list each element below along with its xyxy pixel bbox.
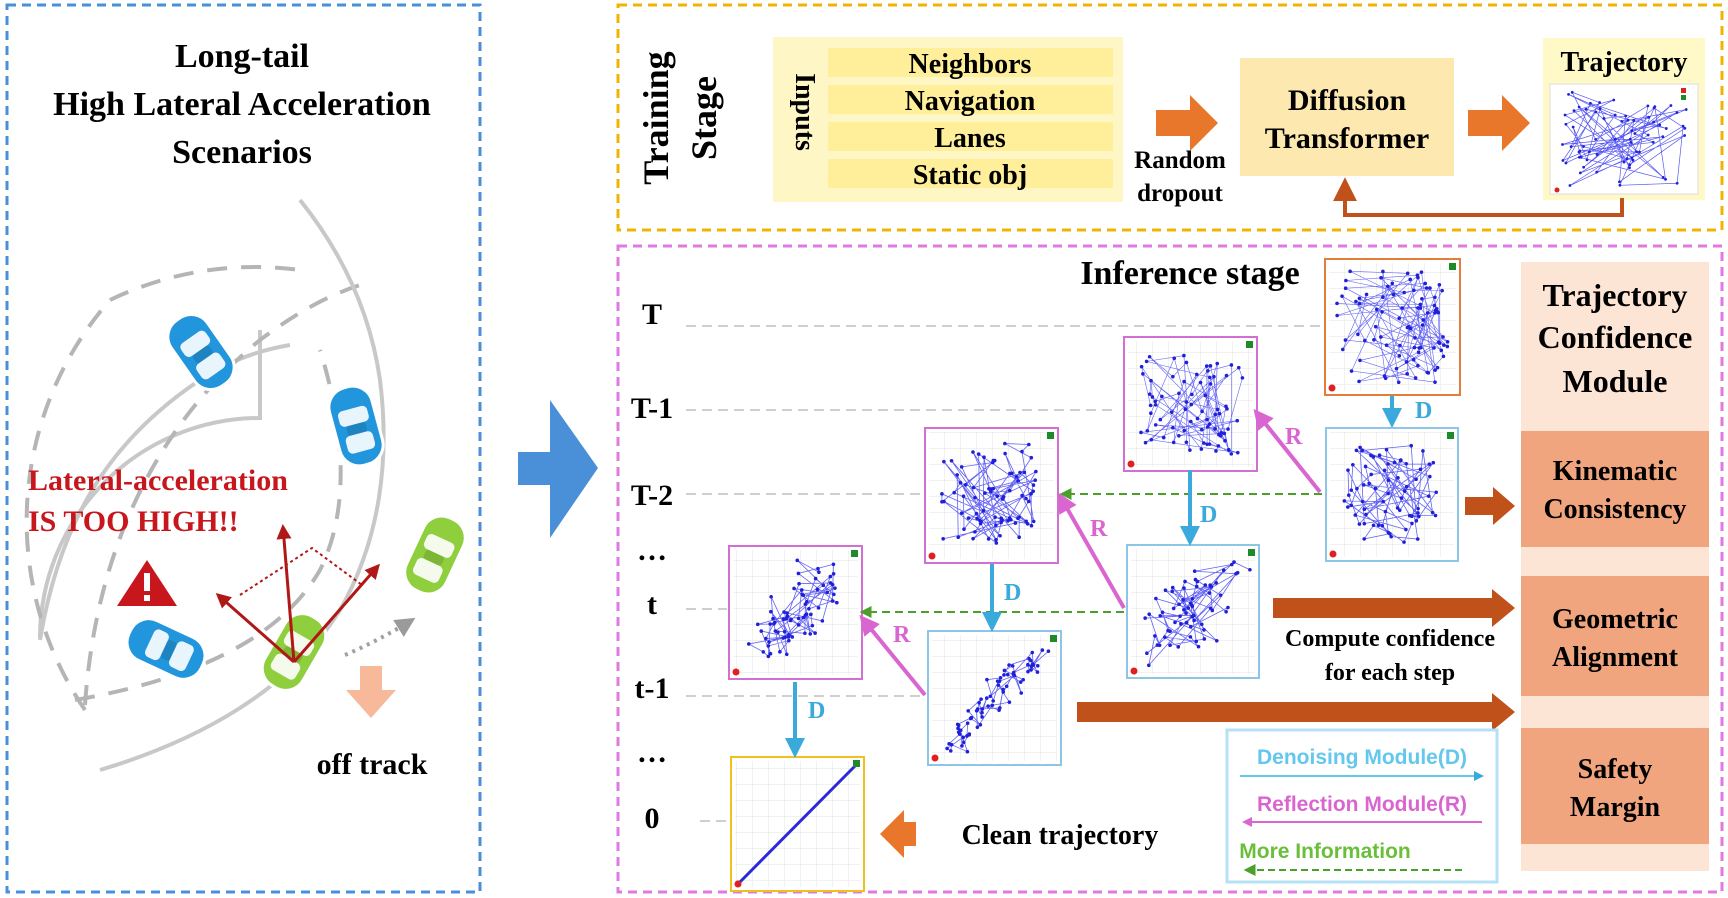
denoise-arrows [785,396,1402,758]
module-item-label: Safety [1578,754,1653,785]
module-safety [1521,728,1709,844]
model-label-2: Transformer [1265,122,1429,155]
dropout-label-2: dropout [1137,180,1223,207]
denoise-tag: D [1200,502,1217,528]
legend-more: More Information [1239,840,1411,863]
feedback-arrow [1333,177,1624,217]
module-title-1: Trajectory [1542,277,1687,313]
legend: Denoising Module(D) Reflection Module(R)… [1225,728,1499,884]
timestep-label: T-1 [631,392,673,425]
module-kinematic [1521,431,1709,547]
timestep-label: t-1 [635,672,670,705]
module-item-label: Margin [1570,792,1661,823]
clean-arrow-icon [880,810,916,858]
training-stage-panel: Training Stage Inputs Neighbors Navigati… [616,3,1724,232]
timestep-guides [686,325,1322,822]
timestep-label: … [637,534,667,567]
denoise-tag: D [808,698,825,724]
input-list: Neighbors Navigation Lanes Static obj [828,48,1113,191]
inputs-label: Inputs [789,73,820,151]
output-arrow-icon [1468,95,1530,151]
warning-text-1: Lateral-acceleration [28,464,288,497]
blue-car-icon [118,610,214,688]
compute-label-1: Compute confidence [1285,626,1495,652]
module-item-label: Kinematic [1553,456,1677,487]
timestep-label: T-2 [631,479,673,512]
training-stage-label-1: Training [636,51,676,184]
warning-triangle-icon [117,560,177,606]
legend-denoise: Denoising Module(D) [1257,746,1467,769]
module-title-3: Module [1563,363,1668,399]
dropout-label-1: Random [1134,147,1226,174]
trajectory-plot [1325,427,1459,562]
compute-label-2: for each step [1325,660,1455,686]
timestep-label: 0 [645,802,660,835]
input-static-obj: Static obj [913,160,1027,191]
off-track-arrow-icon [346,666,396,718]
blue-car-icon [322,380,390,472]
trajectory-plot [924,427,1059,564]
trajectory-plot [1324,258,1461,396]
scenario-title-1: Long-tail [175,38,309,75]
input-lanes: Lanes [934,123,1006,154]
timestep-label: … [637,736,667,769]
confidence-module: Trajectory Confidence Module Kinematic C… [1521,262,1709,871]
module-item-label: Alignment [1552,642,1679,673]
model-label-1: Diffusion [1288,84,1407,117]
module-geometric [1521,576,1709,696]
trajectory-plot [927,630,1062,766]
inference-stage-panel: Inference stage T T-1 T-2 … t t-1 … 0 [616,244,1724,894]
clean-trajectory-plot [730,756,865,892]
trajectory-plot [728,545,863,680]
diffusion-transformer-box [1240,58,1454,176]
legend-reflect: Reflection Module(R) [1257,793,1467,816]
scenario-title-2: High Lateral Acceleration [53,86,431,123]
transition-arrow-icon [518,400,598,538]
module-item-label: Geometric [1552,604,1678,635]
off-track-label: off track [317,748,428,781]
reflect-tag: R [1090,516,1108,542]
training-trajectory-plot [1554,88,1688,193]
trajectory-plot [1123,336,1258,472]
training-stage-label-2: Stage [684,76,724,160]
timestep-label: t [647,588,657,621]
timestep-label: T [642,298,662,331]
input-navigation: Navigation [905,86,1036,117]
reflect-tag: R [1285,424,1303,450]
dropout-arrow-icon [1156,95,1218,151]
green-car-icon [396,507,474,603]
confidence-arrows [1077,487,1515,731]
module-title-2: Confidence [1538,319,1693,355]
reflect-tag: R [893,622,911,648]
curved-road [24,198,386,772]
inference-title: Inference stage [1080,255,1299,292]
acceleration-vectors [215,524,380,664]
trajectory-plots [728,258,1461,892]
denoise-tag: D [1004,580,1021,606]
predicted-path [344,617,416,657]
input-neighbors: Neighbors [909,49,1032,80]
denoise-tag: D [1415,398,1432,424]
module-item-label: Consistency [1543,494,1686,525]
reflection-arrows [859,408,1322,697]
warning-text-2: IS TOO HIGH!! [28,505,239,538]
trajectory-output-label: Trajectory [1561,47,1688,78]
trajectory-plot [1126,544,1260,679]
timestep-axis: T T-1 T-2 … t t-1 … 0 [631,298,673,835]
scenario-title-3: Scenarios [172,134,312,171]
clean-trajectory-label: Clean trajectory [962,820,1159,851]
scenario-panel: Long-tail High Lateral Acceleration Scen… [5,3,482,894]
